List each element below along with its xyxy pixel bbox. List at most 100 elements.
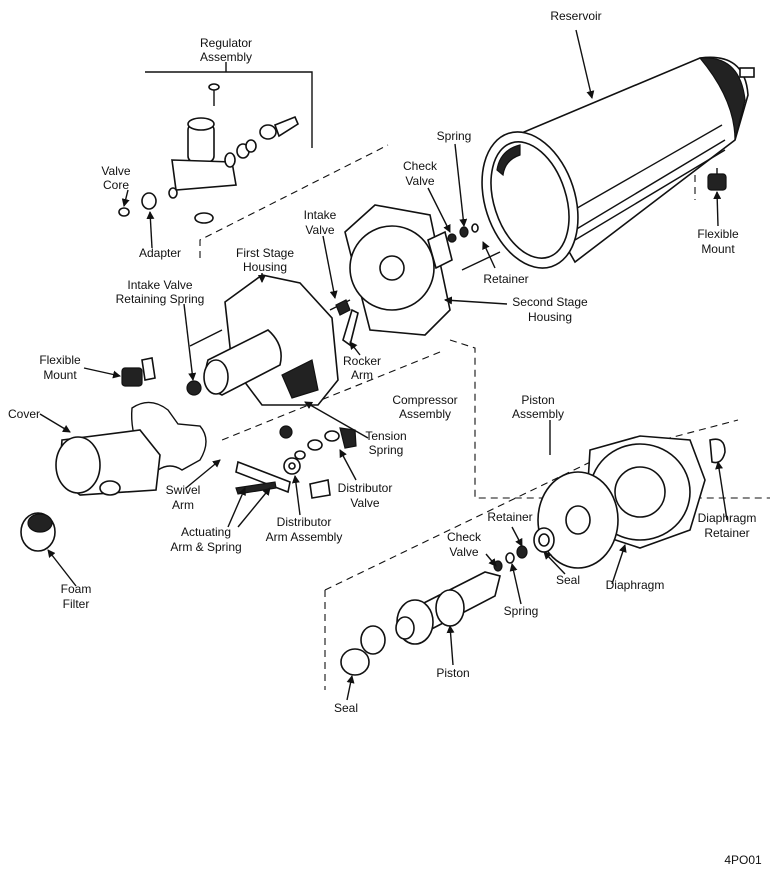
svg-text:Core: Core: [103, 178, 129, 192]
svg-text:Intake Valve: Intake Valve: [127, 278, 192, 292]
svg-text:Retainer: Retainer: [483, 272, 528, 286]
check-valve-and-spring-top: [447, 223, 501, 271]
label-foam-filter: Foam Filter: [61, 582, 92, 611]
label-intake-valve-retaining-spring: Intake Valve Retaining Spring: [116, 278, 205, 306]
label-tension-spring: Tension Spring: [365, 429, 406, 457]
label-piston-assembly: Piston Assembly: [512, 393, 564, 421]
regulator-assembly-bracket: [145, 62, 313, 148]
svg-text:Diaphragm: Diaphragm: [698, 511, 757, 525]
svg-text:Piston: Piston: [521, 393, 554, 407]
svg-text:Assembly: Assembly: [512, 407, 564, 421]
seal-left: [340, 625, 386, 676]
svg-text:Regulator: Regulator: [200, 36, 252, 50]
label-retainer-bottom: Retainer: [487, 510, 532, 524]
svg-text:Housing: Housing: [243, 260, 287, 274]
piston-assembly-outline: [324, 419, 739, 690]
label-seal-right: Seal: [556, 573, 580, 587]
svg-text:Flexible: Flexible: [697, 227, 739, 241]
svg-text:Seal: Seal: [334, 701, 358, 715]
flexible-mount-left: [121, 357, 156, 387]
svg-text:Flexible: Flexible: [39, 353, 81, 367]
regulator-body: [171, 83, 300, 224]
svg-text:Adapter: Adapter: [139, 246, 181, 260]
label-valve-core: Valve Core: [101, 164, 130, 192]
label-diaphragm-retainer: Diaphragm Retainer: [698, 511, 757, 540]
first-stage-housing: [203, 274, 351, 406]
valve-core-and-adapter: [118, 187, 178, 217]
swivel-arm: [235, 460, 291, 494]
leader-lines: [39, 29, 728, 701]
svg-text:Seal: Seal: [556, 573, 580, 587]
label-cover: Cover: [8, 407, 40, 421]
svg-text:Arm: Arm: [351, 368, 373, 382]
svg-text:Rocker: Rocker: [343, 354, 381, 368]
cover: [55, 429, 161, 496]
label-first-stage-housing: First Stage Housing: [236, 246, 294, 274]
foam-filter: [20, 512, 56, 552]
svg-text:Mount: Mount: [701, 242, 735, 256]
actuating-arm-spring: [235, 481, 277, 495]
svg-text:Distributor: Distributor: [338, 481, 393, 495]
svg-text:Arm: Arm: [172, 498, 194, 512]
label-retainer-top: Retainer: [483, 272, 528, 286]
svg-text:Spring: Spring: [437, 129, 472, 143]
svg-text:Assembly: Assembly: [200, 50, 252, 64]
figure-code: 4PO01: [724, 853, 762, 867]
svg-text:Spring: Spring: [504, 604, 539, 618]
svg-text:Valve: Valve: [305, 223, 334, 237]
svg-text:Swivel: Swivel: [166, 483, 201, 497]
label-check-valve-bottom: Check Valve: [447, 530, 482, 559]
svg-text:Mount: Mount: [43, 368, 77, 382]
retainer-spring-check-valve-bottom: [493, 545, 528, 572]
svg-text:Tension: Tension: [365, 429, 406, 443]
svg-text:Compressor: Compressor: [392, 393, 457, 407]
svg-text:Retaining Spring: Retaining Spring: [116, 292, 205, 306]
label-flexible-mount-left: Flexible Mount: [39, 353, 81, 382]
label-regulator-assembly: Regulator Assembly: [200, 36, 252, 64]
label-second-stage-housing: Second Stage Housing: [512, 295, 588, 324]
label-diaphragm: Diaphragm: [606, 578, 665, 592]
svg-text:Distributor: Distributor: [277, 515, 332, 529]
svg-text:Reservoir: Reservoir: [550, 9, 601, 23]
svg-text:Check: Check: [403, 159, 438, 173]
svg-text:Arm Assembly: Arm Assembly: [266, 530, 343, 544]
compressor-assembly-outline: [199, 144, 770, 499]
label-check-valve-top: Check Valve: [403, 159, 438, 188]
label-rocker-arm: Rocker Arm: [343, 354, 381, 382]
rocker-arm-and-intake-valve: [335, 299, 359, 347]
seal-right: [533, 527, 555, 553]
svg-text:Actuating: Actuating: [181, 525, 231, 539]
diaphragm-plate: [537, 471, 619, 569]
svg-text:First Stage: First Stage: [236, 246, 294, 260]
label-spring-top: Spring: [437, 129, 472, 143]
svg-text:Piston: Piston: [436, 666, 469, 680]
svg-text:Check: Check: [447, 530, 482, 544]
label-distributor-valve: Distributor Valve: [338, 481, 393, 510]
flexible-mount-right: [694, 168, 727, 200]
label-adapter: Adapter: [139, 246, 181, 260]
second-stage-housing: [344, 204, 453, 336]
distributor-valve-parts: [279, 425, 357, 499]
svg-text:Intake: Intake: [304, 208, 337, 222]
svg-text:Cover: Cover: [8, 407, 40, 421]
label-flexible-mount-right: Flexible Mount: [697, 227, 739, 256]
label-piston: Piston: [436, 666, 469, 680]
svg-text:Valve: Valve: [405, 174, 434, 188]
svg-text:4PO01: 4PO01: [724, 853, 762, 867]
svg-text:Diaphragm: Diaphragm: [606, 578, 665, 592]
label-actuating-arm-spring: Actuating Arm & Spring: [170, 525, 241, 554]
svg-text:Retainer: Retainer: [487, 510, 532, 524]
svg-text:Foam: Foam: [61, 582, 92, 596]
label-distributor-arm-assembly: Distributor Arm Assembly: [266, 515, 343, 544]
label-spring-bottom: Spring: [504, 604, 539, 618]
svg-text:Housing: Housing: [528, 310, 572, 324]
svg-text:Arm & Spring: Arm & Spring: [170, 540, 241, 554]
svg-text:Valve: Valve: [350, 496, 379, 510]
intake-valve-retaining-spring: [186, 329, 223, 396]
svg-text:Spring: Spring: [369, 443, 404, 457]
distributor-arm-assembly: [283, 450, 306, 475]
svg-text:Second Stage: Second Stage: [512, 295, 588, 309]
label-compressor-assembly: Compressor Assembly: [392, 393, 457, 421]
label-reservoir: Reservoir: [550, 9, 601, 23]
